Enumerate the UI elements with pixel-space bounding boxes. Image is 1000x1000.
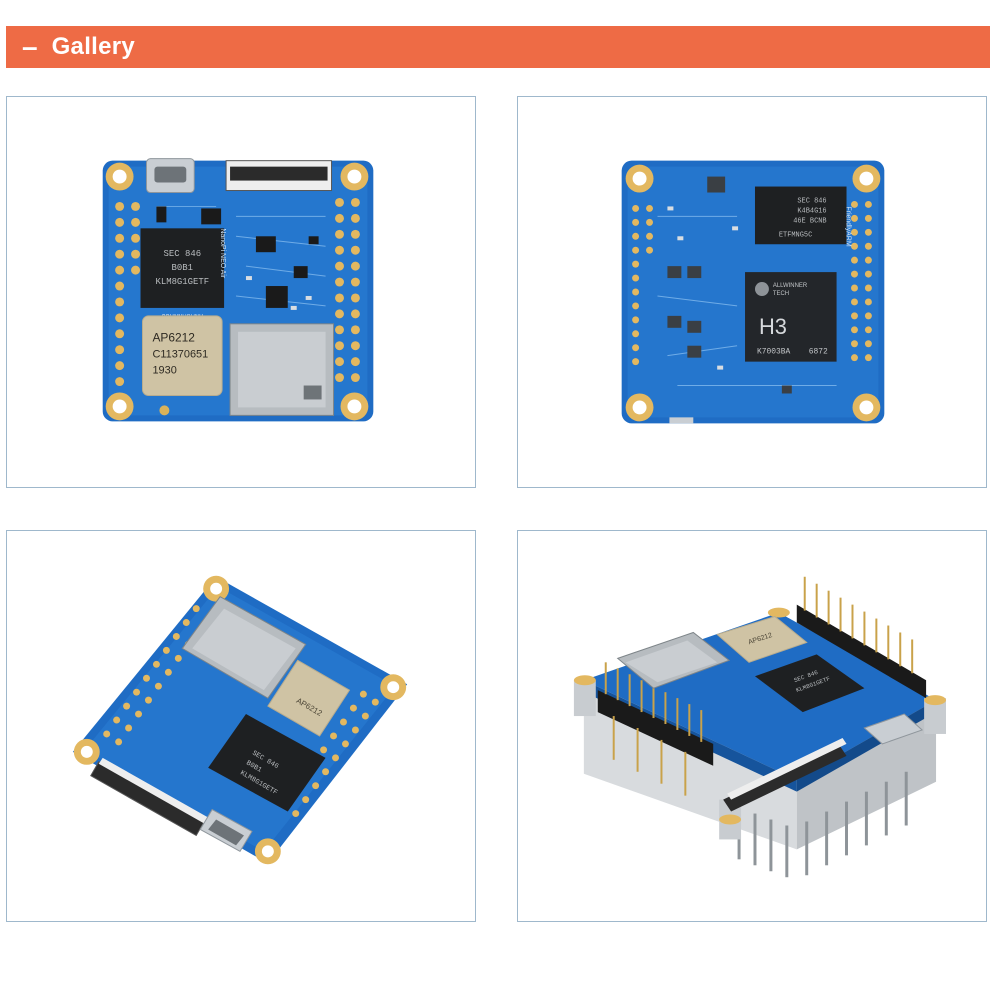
collapse-icon[interactable]: – [22, 31, 38, 62]
micro-usb-port [863, 713, 924, 745]
gallery-image-board-with-heatsink[interactable]: AP6212 SEC 846 KLM8G1GETF [517, 530, 987, 922]
board-heatsink-illustration: AP6212 SEC 846 KLM8G1GETF [573, 576, 947, 878]
soc-lot-2: 6872 [809, 348, 828, 357]
ap-label-2: C11370651 [152, 349, 208, 361]
standoff-posts [573, 607, 947, 840]
wifi-module-ap6212: AP6212 [716, 616, 808, 663]
wifi-module-ap6212: AP6212 [267, 659, 351, 737]
emmc-silk: HNM8MNNHGU [161, 311, 203, 319]
ram-label-1: SEC 846 [797, 197, 826, 205]
sd-card-slot [229, 323, 335, 416]
micro-usb-port [199, 808, 253, 853]
gallery-section-header[interactable]: – Gallery [6, 26, 990, 68]
ram-chip: SEC 846 K4B4G16 46E BCNB ETFMNG5C [754, 186, 847, 245]
pin-header-left [597, 662, 714, 796]
ram-label-rot: ETFMNG5C [779, 231, 812, 239]
board-silk-label: FriendlyARM [845, 206, 852, 246]
emmc-label-1: SEC 846 [164, 249, 202, 259]
soc-lot-1: K7003BA [757, 348, 791, 357]
board-silk-label: NanoPi NEO Air [219, 228, 226, 279]
antenna-connector [159, 405, 170, 416]
ap-label-3: 1930 [152, 365, 176, 377]
sd-card-slot [181, 596, 307, 699]
ram-label-2: K4B4G16 [797, 207, 826, 215]
soc-brand-1: ALLWINNER [773, 283, 808, 289]
board-top-illustration: SEC 846 B0B1 KLM8G1GETF HNM8MNNHGU AP621… [102, 158, 374, 422]
fpc-connector [723, 737, 847, 812]
usb-edge [669, 417, 694, 424]
gallery-image-board-top[interactable]: SEC 846 B0B1 KLM8G1GETF HNM8MNNHGU AP621… [6, 96, 476, 488]
allwinner-logo-icon [754, 282, 769, 296]
emmc-label-2: B0B1 [172, 263, 193, 273]
sd-card-slot [616, 631, 731, 689]
emmc-chip: SEC 846 B0B1 KLM8G1GETF [208, 714, 326, 812]
wifi-module-ap6212: AP6212 C11370651 1930 [142, 315, 223, 396]
soc-model: H3 [759, 314, 787, 339]
fpc-connector [90, 757, 209, 837]
fpc-connector [225, 160, 333, 192]
emmc-label-3: KLM8G1GETF [155, 277, 209, 287]
soc-brand-2: TECH [773, 291, 789, 297]
board-angled-illustration: AP6212 SEC 846 B0B1 KLM8G1GETF [72, 575, 408, 865]
micro-usb-port [145, 158, 195, 194]
section-title: Gallery [51, 33, 136, 60]
emmc-chip: SEC 846 KLM8G1GETF [754, 654, 865, 713]
emmc-chip: SEC 846 B0B1 KLM8G1GETF HNM8MNNHGU [140, 228, 225, 319]
board-bottom-illustration: SEC 846 K4B4G16 46E BCNB ETFMNG5C ALLWIN… [621, 160, 885, 424]
soc-chip-h3: ALLWINNER TECH H3 K7003BA 6872 [745, 272, 837, 362]
gallery-image-board-bottom[interactable]: SEC 846 K4B4G16 46E BCNB ETFMNG5C ALLWIN… [517, 96, 987, 488]
ap-label-1: AP6212 [152, 331, 195, 345]
ram-label-3: 46E BCNB [793, 217, 826, 225]
pin-header-right [796, 576, 927, 699]
gallery-image-board-angled[interactable]: AP6212 SEC 846 B0B1 KLM8G1GETF [6, 530, 476, 922]
